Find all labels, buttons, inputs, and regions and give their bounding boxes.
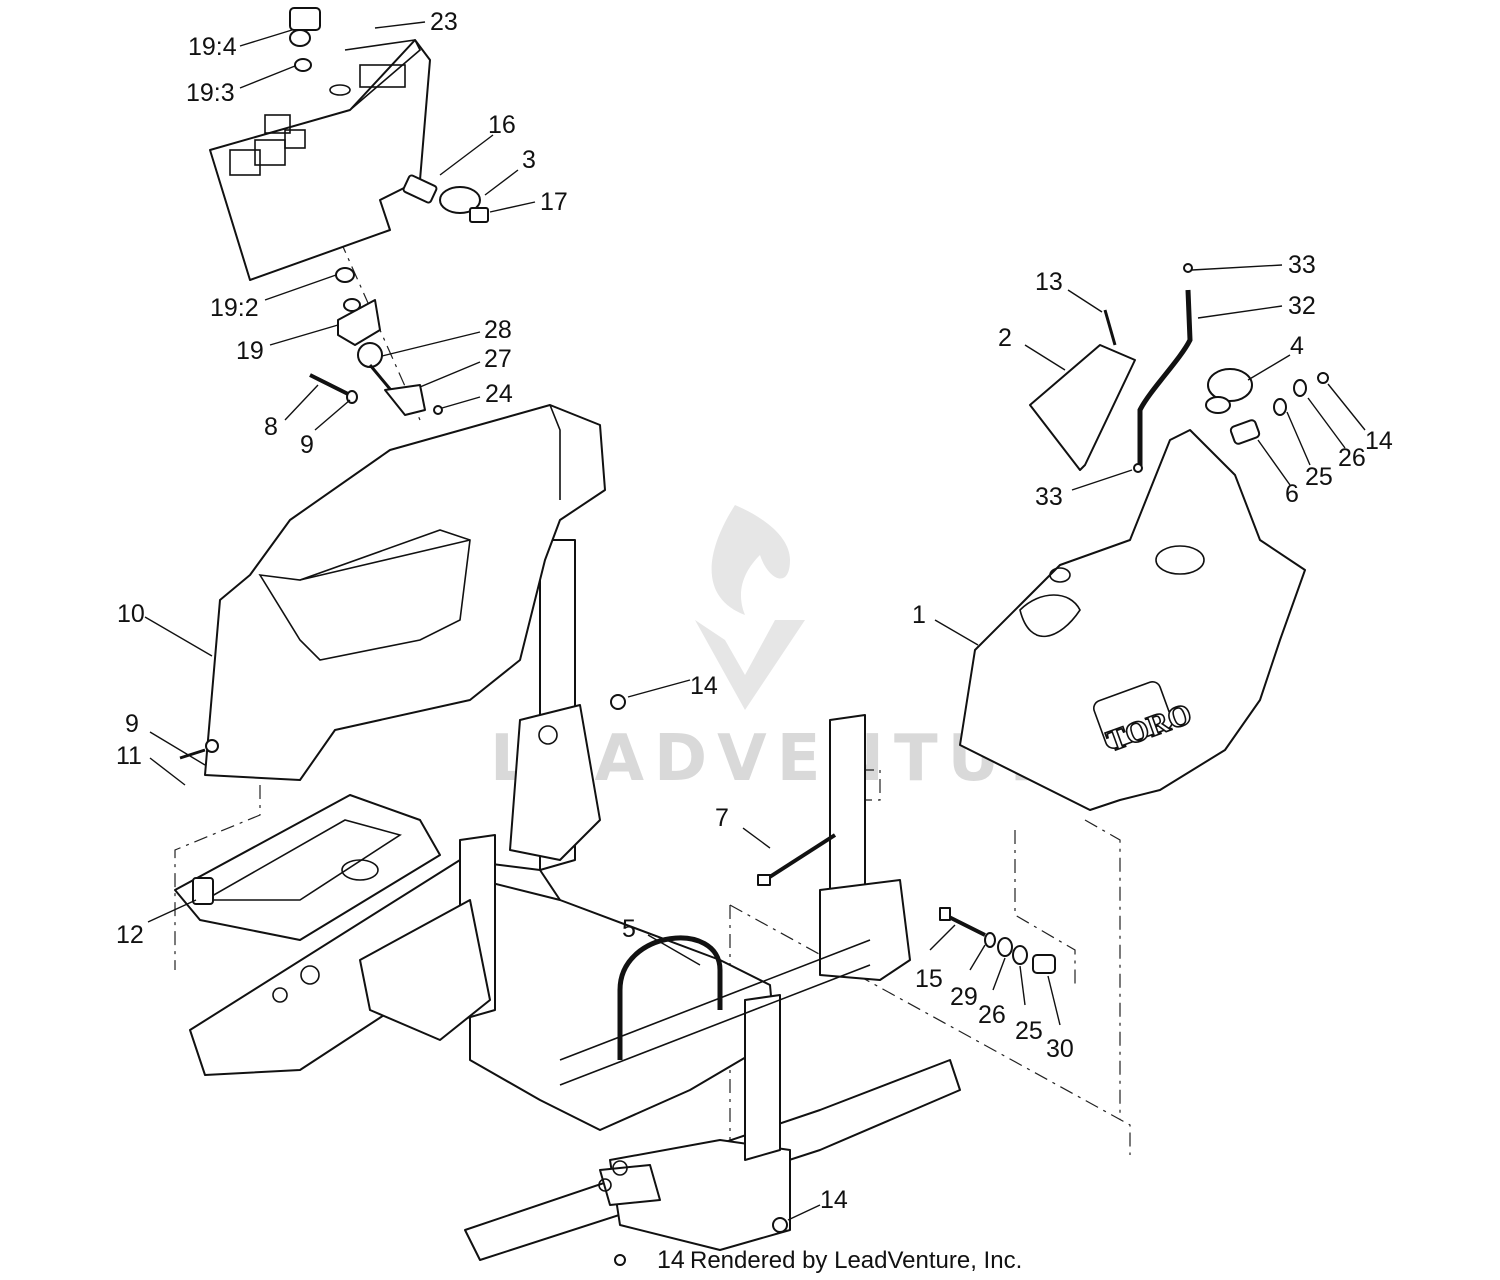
callout-19-4: 19:4 <box>188 33 237 61</box>
callout-14-bottom: 14 <box>657 1246 685 1274</box>
fuel-tank: TORO <box>959 429 1306 811</box>
switch-16-group <box>402 174 489 223</box>
callout-25-lower: 25 <box>1015 1017 1043 1045</box>
callout-9: 9 <box>300 431 314 459</box>
throttle-lever <box>309 342 443 416</box>
callout-14-right: 14 <box>1365 427 1393 455</box>
callout-27: 27 <box>484 345 512 373</box>
spacer-stack <box>1229 372 1329 445</box>
callout-26-right: 26 <box>1338 444 1366 472</box>
leader-lines <box>144 21 1366 1221</box>
callout-19-2: 19:2 <box>210 294 259 322</box>
callout-9-lower: 9 <box>125 710 139 738</box>
callout-10: 10 <box>117 600 145 628</box>
callout-33-mid: 33 <box>1035 483 1063 511</box>
callout-19: 19 <box>236 337 264 365</box>
callout-25-right: 25 <box>1305 463 1333 491</box>
callout-14-bottom-right: 14 <box>820 1186 848 1214</box>
fuel-cap <box>1205 368 1253 414</box>
fasteners <box>179 263 1193 1266</box>
console-panel <box>209 39 431 281</box>
callout-16: 16 <box>488 111 516 139</box>
callout-29: 29 <box>950 983 978 1011</box>
ignition-switch <box>335 267 381 346</box>
callout-3: 3 <box>522 146 536 174</box>
callout-6: 6 <box>1285 480 1299 508</box>
callout-19-3: 19:3 <box>186 79 235 107</box>
callout-30: 30 <box>1046 1035 1074 1063</box>
u-bolt <box>617 935 723 1060</box>
callout-33-top: 33 <box>1288 251 1316 279</box>
callout-11: 11 <box>116 742 142 770</box>
vent-tube-32 <box>1137 289 1193 470</box>
callout-28: 28 <box>484 316 512 344</box>
callout-12: 12 <box>116 921 144 949</box>
ignition-key <box>289 7 321 72</box>
bolt-7 <box>757 833 837 886</box>
callout-24: 24 <box>485 380 513 408</box>
callout-4: 4 <box>1290 332 1304 360</box>
callout-1: 1 <box>912 601 926 629</box>
callout-14-center: 14 <box>690 672 718 700</box>
callout-17: 17 <box>540 188 568 216</box>
callout-15: 15 <box>915 965 943 993</box>
callout-labels: 19:4 23 19:3 16 3 17 19:2 19 28 27 8 24 … <box>116 8 1393 1274</box>
callout-2: 2 <box>998 324 1012 352</box>
bracket-2 <box>1029 344 1136 471</box>
callout-26-lower: 26 <box>978 1001 1006 1029</box>
callout-8: 8 <box>264 413 278 441</box>
callout-5: 5 <box>622 915 636 943</box>
callout-23: 23 <box>430 8 458 36</box>
fender-pan <box>204 404 606 781</box>
callout-13: 13 <box>1035 268 1063 296</box>
hardware-stack <box>939 907 1056 974</box>
render-credit: Rendered by LeadVenture, Inc. <box>690 1247 1022 1274</box>
callout-32: 32 <box>1288 292 1316 320</box>
callout-7: 7 <box>715 804 729 832</box>
